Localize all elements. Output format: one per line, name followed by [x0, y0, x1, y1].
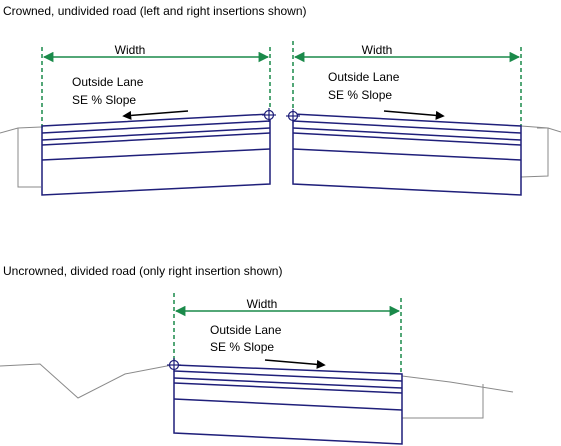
bottom-width-dimension [173, 293, 402, 374]
right-slope-arrow [383, 110, 445, 120]
bottom-outside-lane-label: Outside Lane [210, 323, 282, 337]
caption-crowned: Crowned, undivided road (left and right … [3, 4, 307, 18]
bottom-pavement [173, 364, 403, 445]
right-width-dimension [292, 41, 522, 126]
left-width-dimension [41, 47, 271, 128]
right-width-label: Width [362, 43, 393, 57]
caption-uncrowned: Uncrowned, divided road (only right inse… [3, 264, 282, 278]
ground-bottom [0, 363, 514, 419]
bottom-insertion-point-marker [167, 358, 181, 372]
right-outside-lane-label: Outside Lane [328, 70, 400, 84]
bottom-width-label: Width [247, 297, 278, 311]
left-pavement [41, 113, 271, 196]
right-se-slope-label: SE % Slope [328, 88, 392, 102]
left-slope-arrow [122, 110, 189, 120]
left-insertion-point-marker [262, 108, 276, 122]
left-se-slope-label: SE % Slope [72, 93, 136, 107]
ground-left [0, 126, 42, 188]
ground-right [520, 125, 561, 178]
bottom-slope-arrow [264, 359, 326, 369]
left-outside-lane-label: Outside Lane [72, 75, 144, 89]
left-width-label: Width [115, 43, 146, 57]
bottom-se-slope-label: SE % Slope [210, 340, 274, 354]
right-insertion-point-marker [286, 109, 300, 123]
right-pavement [292, 113, 522, 196]
